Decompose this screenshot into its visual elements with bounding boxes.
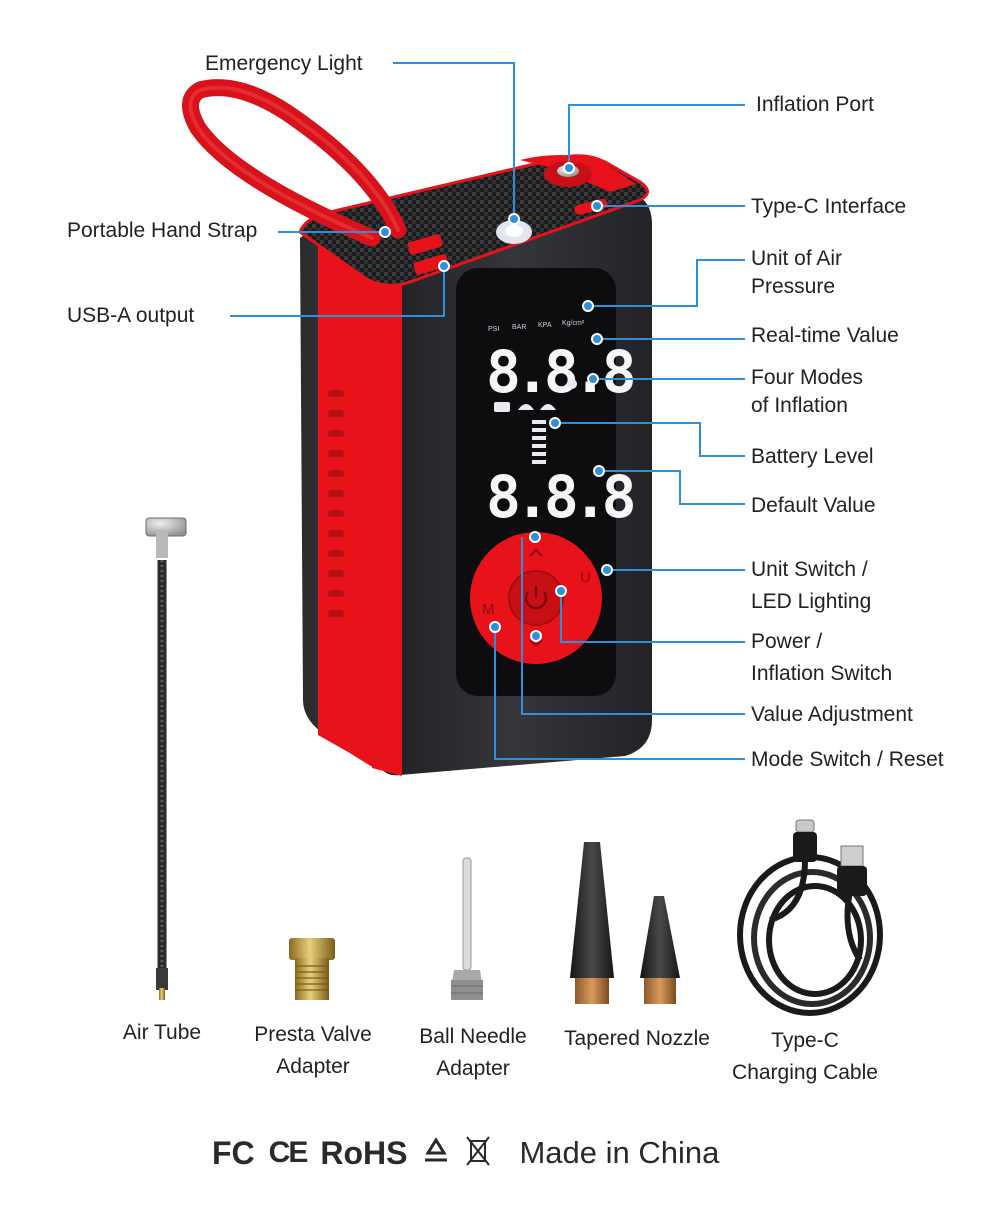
ball-needle-adapter-image	[451, 857, 483, 1000]
accessory-label-presta-valve-adapter: Presta Valve Adapter	[254, 1023, 372, 1078]
fcc-mark: FC	[212, 1135, 255, 1171]
value-up-icon[interactable]	[529, 548, 543, 557]
callout-portable-hand-strap: Portable Hand Strap	[67, 219, 258, 242]
motorcycle-mode-icon	[518, 404, 534, 410]
mode-button-letter[interactable]: M	[482, 601, 495, 618]
callout-usb-a-output: USB-A output	[67, 304, 195, 327]
callout-emergency-light: Emergency Light	[205, 52, 363, 75]
lcd-display: PSI BAR KPA Kg/cm² 8.8.8 8.8.8	[486, 320, 640, 531]
value-down-icon[interactable]	[529, 639, 543, 648]
callout-power-switch: Power / Inflation Switch	[751, 630, 893, 685]
unit-kpa: KPA	[538, 322, 552, 329]
tapered-nozzle-image	[570, 842, 680, 1004]
accessory-label-type-c-cable: Type-C Charging Cable	[732, 1029, 878, 1084]
unit-psi: PSI	[488, 326, 499, 333]
air-pump-device: PSI BAR KPA Kg/cm² 8.8.8 8.8.8	[182, 79, 652, 776]
battery-level-bars	[532, 420, 546, 464]
unit-button-letter[interactable]: U	[580, 569, 591, 586]
callout-type-c-interface: Type-C Interface	[751, 195, 907, 218]
type-c-charging-cable-image	[737, 819, 883, 1016]
accessory-label-ball-needle-adapter: Ball Needle Adapter	[419, 1025, 527, 1080]
ce-mark: CE	[268, 1136, 309, 1169]
callout-unit-switch: Unit Switch / LED Lighting	[751, 558, 872, 613]
callout-default-value: Default Value	[751, 494, 876, 517]
callout-value-adjustment: Value Adjustment	[751, 703, 913, 726]
accessory-label-air-tube: Air Tube	[122, 1021, 202, 1044]
weee-bin-icon	[465, 1135, 491, 1172]
ball-mode-icon	[567, 379, 577, 389]
certification-row: FC CE RoHS Made in China	[212, 1123, 719, 1183]
unit-kgcm: Kg/cm²	[562, 320, 585, 327]
recycle-icon	[421, 1136, 451, 1171]
realtime-value-digits: 8.8.8	[486, 338, 634, 406]
default-value-digits: 8.8.8	[486, 463, 634, 531]
callout-four-modes: Four Modes of Inflation	[751, 366, 864, 417]
callout-battery-level: Battery Level	[751, 445, 874, 468]
accessory-label-tapered-nozzle: Tapered Nozzle	[564, 1027, 710, 1050]
callout-inflation-port: Inflation Port	[756, 93, 874, 116]
callout-unit-of-air-pressure: Unit of Air Pressure	[751, 247, 843, 298]
callout-dots	[379, 162, 613, 642]
callout-lines	[230, 62, 745, 760]
unit-bar: BAR	[512, 324, 526, 331]
made-in-china-text: Made in China	[519, 1135, 720, 1170]
air-tube-image	[145, 517, 187, 1000]
control-pad[interactable]: M U	[470, 532, 602, 664]
callout-mode-switch: Mode Switch / Reset	[751, 748, 944, 771]
callout-real-time-value: Real-time Value	[751, 324, 899, 347]
presta-valve-adapter-image	[289, 938, 335, 1000]
power-icon[interactable]	[524, 591, 548, 610]
bicycle-mode-icon	[540, 404, 556, 410]
car-mode-icon	[494, 402, 510, 412]
rohs-mark: RoHS	[320, 1135, 408, 1171]
